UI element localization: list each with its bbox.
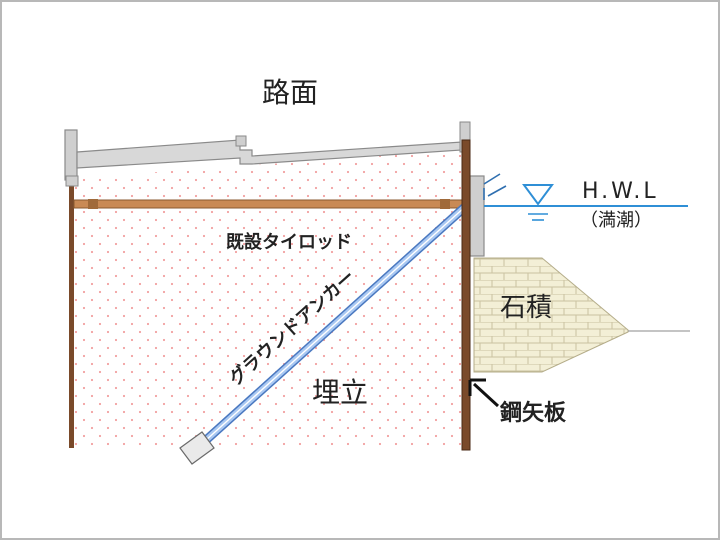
existing-tie-rod-label: 既設タイロッド <box>226 231 352 253</box>
road-bump <box>235 135 247 147</box>
right-cap <box>469 175 485 257</box>
hwl-note-label: （満潮） <box>580 210 652 231</box>
road-surface-label: 路面 <box>262 76 318 109</box>
steel-sheet-pile-label: 鋼矢板 <box>499 400 567 426</box>
left-curb <box>64 129 78 181</box>
tie-rod-end-left <box>88 199 98 209</box>
masonry-label: 石積 <box>500 293 552 323</box>
water-level-triangle-icon <box>522 184 554 206</box>
left-wall <box>69 170 74 448</box>
left-curb-base <box>65 175 79 187</box>
fender-detail <box>483 173 507 200</box>
hwl-label: H.W.L <box>582 179 659 204</box>
tie-rod-end-right <box>440 199 450 209</box>
reclaimed-land-label: 埋立 <box>312 376 368 409</box>
ground-anchor-core <box>194 205 467 451</box>
existing-tie-rod <box>73 199 467 209</box>
masonry-wall <box>473 257 629 373</box>
anchor-body-block <box>179 431 215 465</box>
steel-sheet-pile <box>461 139 471 451</box>
arrow-head <box>468 378 486 396</box>
arrow-pointer-icon <box>472 382 500 408</box>
reclaimed-land-fill <box>74 150 464 448</box>
